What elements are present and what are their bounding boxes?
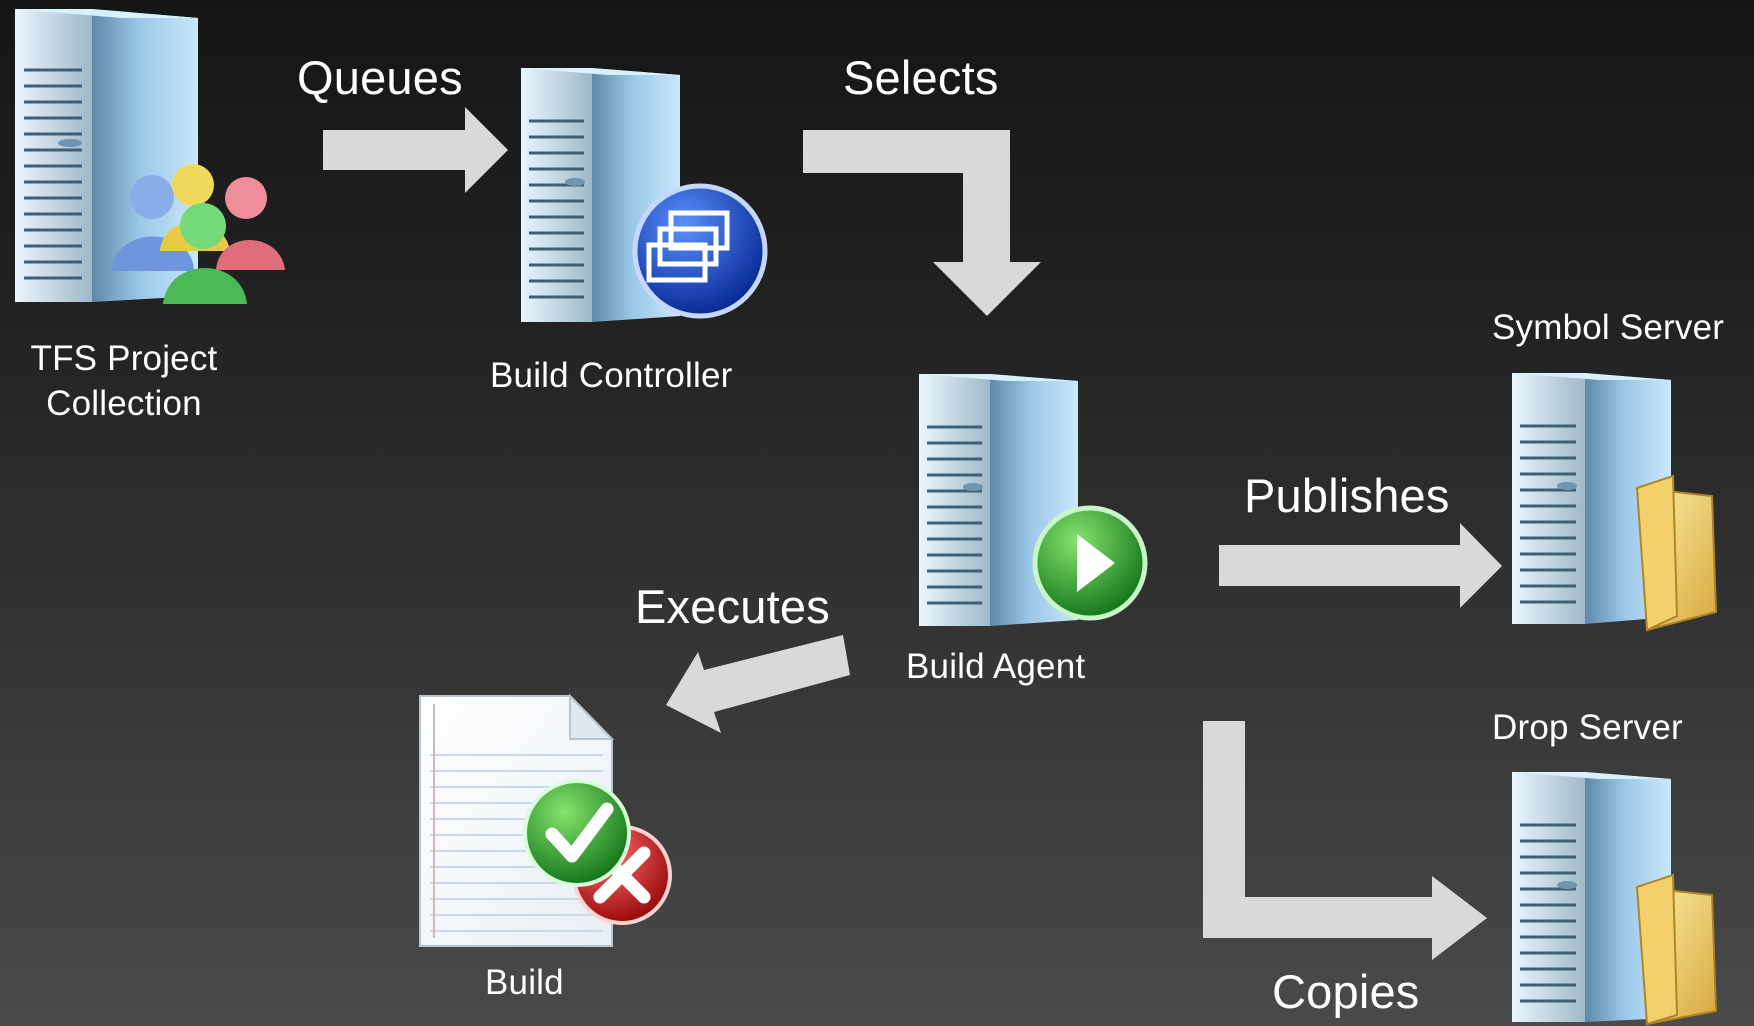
selects-arrow bbox=[803, 130, 1041, 316]
copies-label: Copies bbox=[1272, 965, 1420, 1018]
publishes-label: Publishes bbox=[1244, 469, 1450, 522]
symbol-server-icon bbox=[1512, 373, 1718, 632]
build-document-icon bbox=[419, 693, 672, 947]
symbol-server-label: Symbol Server bbox=[1492, 308, 1725, 347]
executes-label: Executes bbox=[635, 580, 830, 633]
build-agent-label: Build Agent bbox=[906, 647, 1086, 686]
drop-server-label: Drop Server bbox=[1492, 708, 1683, 747]
build-agent-icon bbox=[919, 374, 1148, 626]
drop-server-icon bbox=[1512, 772, 1718, 1026]
tfs-project-collection-label: TFS Project Collection bbox=[30, 339, 218, 423]
queues-label: Queues bbox=[297, 51, 463, 104]
copies-arrow bbox=[1203, 721, 1487, 960]
tfs-project-collection-icon bbox=[15, 9, 285, 304]
selects-label: Selects bbox=[843, 51, 999, 104]
build-controller-icon bbox=[521, 68, 768, 322]
executes-arrow bbox=[666, 635, 850, 733]
publishes-arrow bbox=[1219, 523, 1502, 608]
queues-arrow bbox=[323, 107, 508, 193]
build-label: Build bbox=[485, 963, 564, 1002]
build-controller-label: Build Controller bbox=[490, 356, 733, 395]
